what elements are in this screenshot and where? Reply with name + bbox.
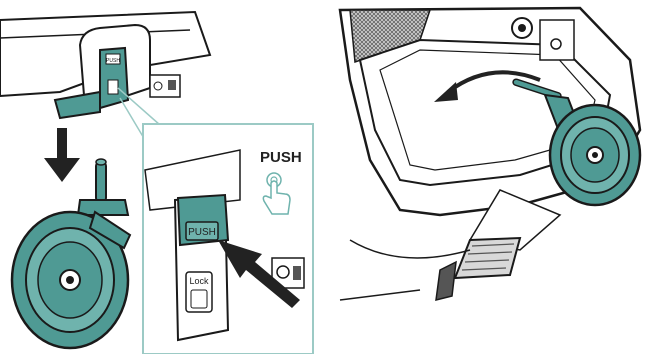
foot-pedal	[436, 238, 520, 300]
push-heading: PUSH	[260, 149, 302, 166]
caster-wheel-right	[550, 105, 640, 205]
push-button-label: PUSH	[188, 227, 216, 238]
push-label-small: PUSH	[106, 58, 120, 64]
right-panel	[340, 8, 640, 300]
down-arrow-icon	[44, 128, 80, 182]
zoom-callout: PUSH Lock PUSH	[143, 124, 313, 354]
lock-label: Lock	[189, 276, 209, 286]
